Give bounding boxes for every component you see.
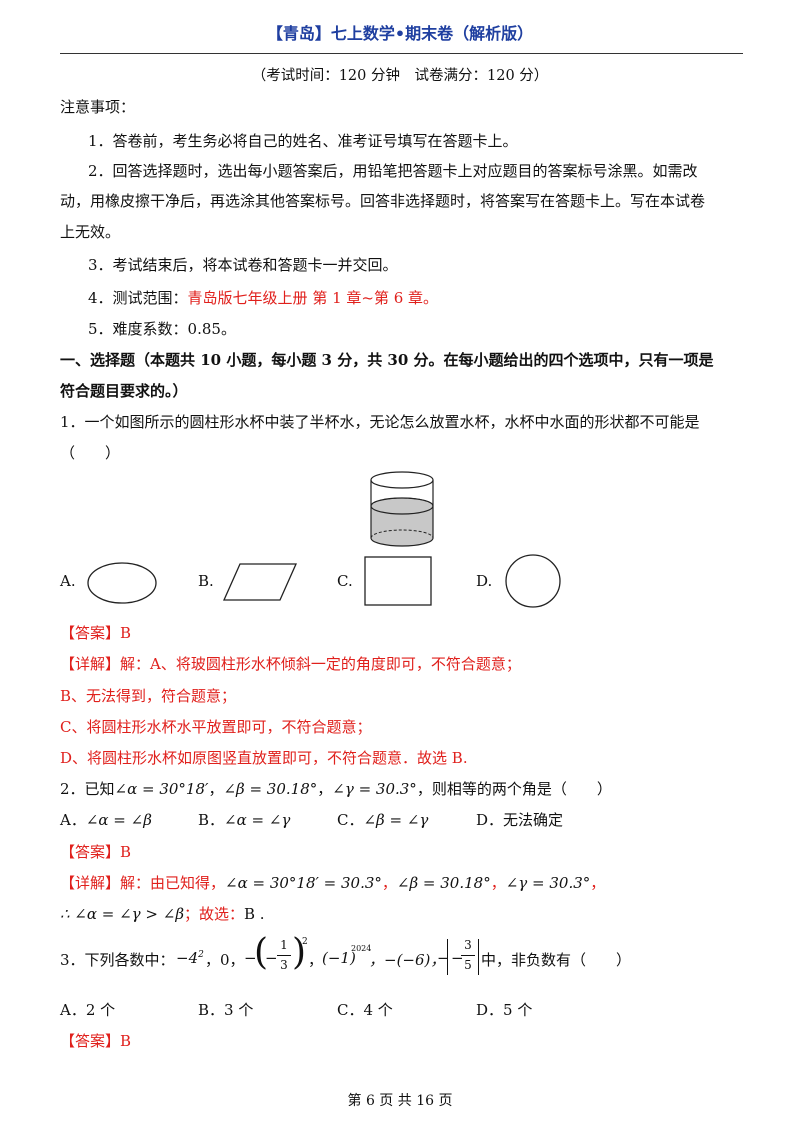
section-1-heading: 一、选择题（本题共 10 小题，每小题 3 分，共 30 分。在每小题给出的四个… (60, 351, 714, 369)
note-item-5: 5．难度系数：0.85。 (88, 320, 236, 338)
q3-num-4-exp: 2024 (351, 944, 372, 953)
notes-title: 注意事项： (60, 98, 136, 116)
q3-frac-2-num: 3 (464, 938, 472, 952)
q2-conclusion: ∴ ∠α = ∠γ > ∠β；故选：B . (60, 903, 265, 924)
q3-frac-1-minus: − (265, 949, 278, 967)
q2-option-b: B．∠α = ∠γ (198, 809, 290, 830)
q2-option-d: D．无法确定 (476, 811, 564, 829)
q3-num-2: ，0， (205, 951, 245, 969)
q3-frac-1-num: 1 (280, 938, 288, 952)
q3-num-1-exp: 2 (198, 950, 204, 960)
q3-num-5: ，−(−6)， (369, 951, 446, 969)
q1-option-b-label: B. (198, 572, 214, 590)
q2-answer: 【答案】B (60, 843, 132, 861)
q3-sep-3: ， (308, 951, 324, 969)
note-item-4: 4．测试范围：青岛版七年级上册 第 1 章~第 6 章。 (88, 287, 438, 308)
q2-stem: 2．已知∠α = 30°18′，∠β = 30.18°，∠γ = 30.3°，则… (60, 780, 612, 798)
q3-num-1: −42 (176, 949, 204, 967)
q2-option-b-text: ∠α = ∠γ (224, 811, 291, 829)
q3-paren-right: ) (292, 932, 307, 973)
page-header-title: 【青岛】七上数学•期末卷（解析版） (266, 24, 534, 43)
q2-option-a-text: ∠α = ∠β (85, 811, 152, 829)
q3-num-4: (−1) (322, 949, 356, 967)
q2-conclusion-answer: B . (244, 905, 265, 923)
q2-option-c-label: C． (337, 811, 364, 829)
q2-detail: 【详解】解：由已知得，∠α = 30°18′ = 30.3°，∠β = 30.1… (60, 874, 606, 892)
section-1-heading-cont: 符合题目要求的。） (60, 382, 188, 400)
q3-abs-bar-left (447, 939, 448, 975)
q2-angle-beta: ∠β = 30.18° (223, 780, 318, 798)
q2-stem-pre: 2．已知 (60, 780, 115, 798)
cylinder-cup-figure (370, 471, 434, 547)
note-item-2-cont2: 上无效。 (60, 223, 121, 241)
q2-option-c: C．∠β = ∠γ (337, 809, 428, 830)
q1-option-a-label: A. (60, 572, 76, 590)
q3-option-c: C．4 个 (337, 1001, 393, 1019)
q1-option-c-label: C. (337, 572, 353, 590)
q1-answer: 【答案】B (60, 624, 132, 642)
q1-stem: 1．一个如图所示的圆柱形水杯中装了半杯水，无论怎么放置水杯，水杯中水面的形状都不… (60, 413, 700, 431)
q3-frac-2-minus: − (451, 949, 464, 967)
q2-conclusion-text: ；故选： (184, 905, 245, 923)
q2-stem-post: ，则相等的两个角是（ ） (416, 780, 612, 798)
circle-shape (505, 554, 561, 608)
q3-option-b: B．3 个 (198, 1001, 254, 1019)
q1-detail-3: C、将圆柱形水杯水平放置即可，不符合题意； (60, 718, 372, 736)
note-item-4-prefix: 4．测试范围： (88, 289, 188, 307)
q2-detail-gamma: ∠γ = 30.3° (505, 874, 591, 892)
rectangle-shape (364, 556, 432, 606)
q3-abs-bar-right (478, 939, 479, 975)
q3-frac-1-bar (277, 955, 291, 956)
page-footer: 第 6 页 共 16 页 (347, 1093, 453, 1109)
q2-detail-pre: 【详解】解：由已知得， (60, 874, 226, 892)
q2-option-a-label: A． (60, 811, 86, 829)
q3-paren-left: ( (254, 932, 269, 973)
q1-option-d-label: D. (476, 572, 493, 590)
q1-detail-2: B、无法得到，符合题意； (60, 687, 237, 705)
q3-num-3-minus: − (244, 949, 257, 967)
q3-num-6-minus: − (437, 949, 450, 967)
q3-num-1-base: −4 (176, 949, 199, 967)
q2-detail-beta: ∠β = 30.18° (396, 874, 491, 892)
note-item-2-cont: 动，用橡皮擦干净后，再选涂其他答案标号。回答非选择题时，将答案写在答题卡上。写在… (60, 192, 706, 210)
header-divider (60, 53, 743, 54)
q2-option-c-text: ∠β = ∠γ (363, 811, 429, 829)
note-item-2: 2．回答选择题时，选出每小题答案后，用铅笔把答题卡上对应题目的答案标号涂黑。如需… (88, 162, 698, 180)
test-scope: 青岛版七年级上册 第 1 章~第 6 章。 (187, 289, 439, 307)
q2-angle-gamma: ∠γ = 30.3° (332, 780, 417, 798)
q3-option-a: A．2 个 (60, 1001, 116, 1019)
q3-stem-post: 中，非负数有（ ） (481, 951, 632, 969)
q1-detail-4: D、将圆柱形水杯如原图竖直放置即可，不符合题意．故选 B. (60, 749, 468, 767)
q3-frac-2-bar (461, 955, 475, 956)
q2-option-a: A．∠α = ∠β (60, 809, 152, 830)
q3-stem-pre: 3．下列各数中： (60, 951, 175, 969)
q3-answer: 【答案】B (60, 1032, 132, 1050)
q2-option-b-label: B． (198, 811, 225, 829)
q1-stem-cont: （ ） (60, 444, 121, 462)
parallelogram-shape (222, 563, 298, 601)
q3-option-d: D．5 个 (476, 1001, 533, 1019)
q3-frac-2-den: 5 (464, 958, 472, 972)
note-item-3: 3．考试结束后，将本试卷和答题卡一并交回。 (88, 256, 398, 274)
q3-num-3-exp: 2 (302, 937, 308, 947)
q1-detail-1: 【详解】解：A、将玻圆柱形水杯倾斜一定的角度即可，不符合题意； (60, 655, 521, 673)
q3-frac-1-den: 3 (280, 958, 288, 972)
exam-info: （考试时间：120 分钟 试卷满分：120 分） (251, 68, 549, 84)
note-item-1: 1．答卷前，考生务必将自己的姓名、准考证号填写在答题卡上。 (88, 132, 518, 150)
q2-conclusion-expr: ∴ ∠α = ∠γ > ∠β (60, 905, 184, 923)
q2-angle-alpha: ∠α = 30°18′ (114, 780, 209, 798)
ellipse-shape (87, 562, 157, 604)
q2-detail-alpha: ∠α = 30°18′ = 30.3° (225, 874, 382, 892)
